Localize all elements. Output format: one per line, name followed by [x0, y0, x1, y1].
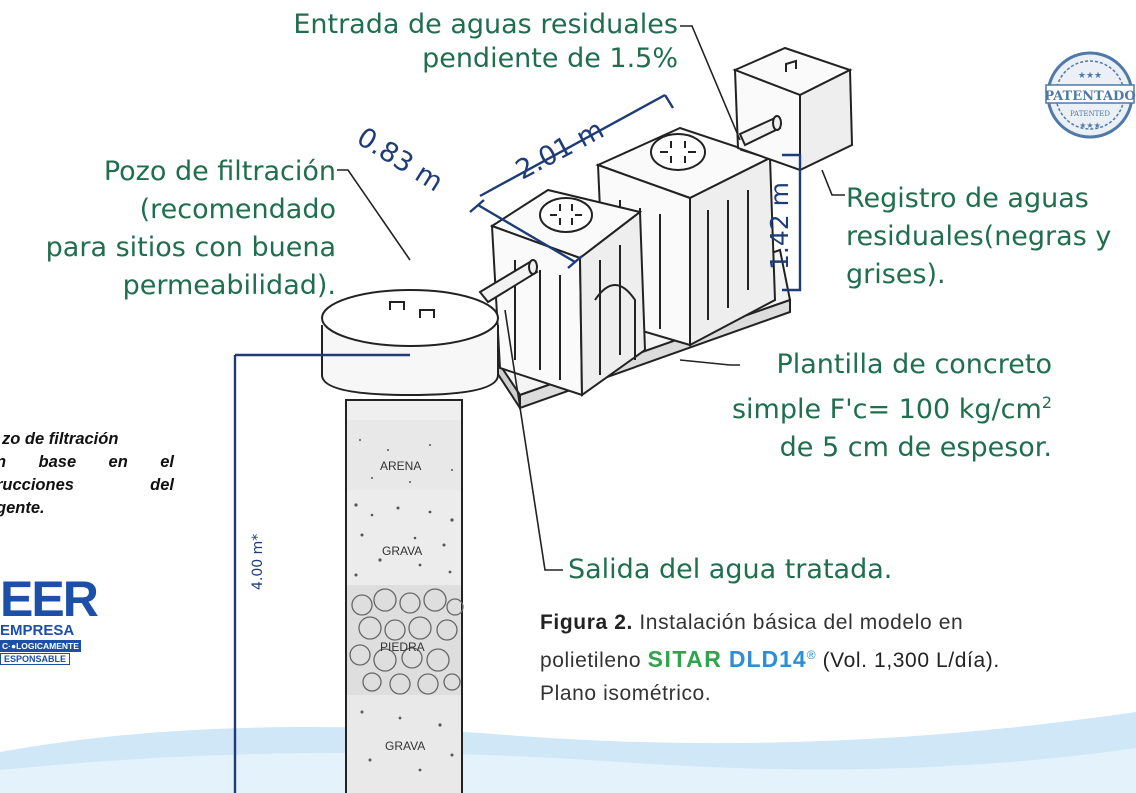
base-label-line1: Plantilla de concreto: [776, 349, 1052, 380]
star-icon: ★★★: [1079, 121, 1101, 130]
dim-length: 2.01 m: [511, 114, 609, 186]
inlet-pipe: [738, 115, 782, 147]
caption-figure-number: Figura 2.: [540, 611, 633, 634]
inlet-label: Entrada de aguas residuales pendiente de…: [258, 8, 678, 76]
register-label-line3: grises).: [846, 259, 946, 290]
outlet-label: Salida del agua tratada.: [568, 554, 893, 585]
well-label-line1: Pozo de filtración: [103, 156, 336, 187]
company-logo: EER EMPRESA C·●LOGICAMENTE ESPONSABLE: [0, 571, 100, 676]
well-stones: [349, 588, 464, 695]
base-label-line3: de 5 cm de espesor.: [779, 432, 1052, 463]
logo-line2: EMPRESA: [0, 622, 75, 639]
tank-front: [489, 188, 647, 397]
base-label-superscript: 2: [1041, 393, 1052, 412]
logo-letters: EER: [0, 571, 99, 627]
side-note-line2: n base en el: [0, 453, 174, 471]
side-note-line4: gente.: [0, 499, 45, 517]
caption-registered-mark: ®: [806, 648, 817, 662]
caption-brand2: DLD14: [728, 646, 807, 672]
badge-main-text: PATENTADO: [1044, 89, 1135, 104]
base-label-line2: simple F'c= 100 kg/cm: [731, 394, 1042, 425]
logo-line3: C·●LOGICAMENTE: [0, 640, 81, 652]
soil-layer-arena: ARENA: [380, 459, 421, 473]
side-note-line3: rucciones del: [0, 476, 174, 494]
caption-text2: polietileno: [540, 649, 648, 672]
star-icon: ★★★: [1078, 71, 1102, 81]
logo-line4: ESPONSABLE: [0, 653, 71, 665]
dim-width: 0.83 m: [351, 122, 448, 199]
patented-badge: PATENTADO PATENTED ★★★ ★★★: [1044, 51, 1136, 139]
leader-lines: [337, 25, 845, 571]
caption-text4: Plano isométrico.: [540, 682, 712, 705]
dim-height: 1.42 m: [765, 182, 794, 270]
well-label: Pozo de filtración (recomendado para sit…: [0, 153, 336, 305]
dimension-lines: [233, 93, 802, 793]
register-label: Registro de aguas residuales(negras y gr…: [846, 180, 1111, 294]
side-note-line1: zo de filtración: [2, 430, 119, 448]
well-label-line3: para sitios con buena: [45, 232, 336, 263]
well-gravel-dots: [354, 439, 454, 772]
filtration-well: [321, 289, 499, 793]
register-box: [732, 46, 854, 172]
caption-text1: Instalación básica del modelo en: [632, 611, 964, 634]
well-label-line4: permeabilidad).: [122, 270, 336, 301]
register-label-line2: residuales(negras y: [846, 221, 1112, 252]
register-label-line1: Registro de aguas: [846, 183, 1089, 214]
caption-text3: (Vol. 1,300 L/día).: [816, 649, 1000, 672]
dim-depth: 4.00 m*: [250, 534, 266, 590]
inlet-label-line2: pendiente de 1.5%: [422, 43, 678, 74]
base-label: Plantilla de concreto simple F'c= 100 kg…: [690, 346, 1052, 467]
soil-layer-grava-1: GRAVA: [382, 544, 422, 558]
badge-sub-text: PATENTED: [1070, 110, 1110, 118]
inlet-label-line1: Entrada de aguas residuales: [293, 9, 678, 40]
outlet-pipe: [478, 259, 539, 304]
soil-layer-grava-2: GRAVA: [385, 739, 425, 753]
well-label-line2: (recomendado: [139, 194, 336, 225]
caption-brand1: SITAR: [647, 646, 723, 672]
soil-layer-piedra: PIEDRA: [380, 640, 425, 654]
figure-caption: Figura 2. Instalación básica del modelo …: [540, 606, 1100, 710]
side-note: zo de filtración n base en el rucciones …: [0, 428, 174, 520]
